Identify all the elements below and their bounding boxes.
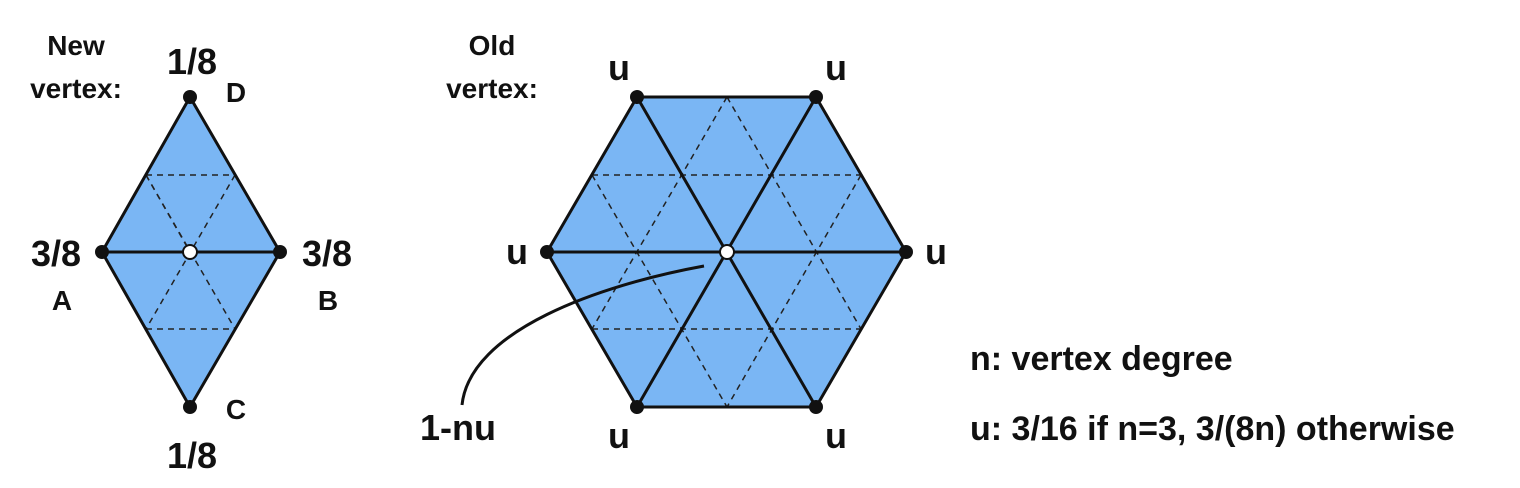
vertex-label-b: B bbox=[318, 285, 338, 316]
neighbor-dot-bottom-left bbox=[630, 400, 644, 414]
old-vertex-diagram: Old vertex: u u u u u u 1-nu bbox=[420, 30, 947, 456]
weight-left: 3/8 bbox=[31, 233, 81, 274]
vertex-a-dot bbox=[95, 245, 109, 259]
weight-u-right: u bbox=[925, 231, 947, 272]
center-weight-leader bbox=[460, 264, 705, 406]
neighbor-dot-left bbox=[540, 245, 554, 259]
weight-u-top-right: u bbox=[825, 47, 847, 88]
neighbor-dot-top-left bbox=[630, 90, 644, 104]
weight-right: 3/8 bbox=[302, 233, 352, 274]
new-vertex-caption-line1: New bbox=[47, 30, 105, 61]
weight-bottom: 1/8 bbox=[167, 435, 217, 476]
legend-u-definition: u: 3/16 if n=3, 3/(8n) otherwise bbox=[970, 410, 1455, 448]
vertex-label-d: D bbox=[226, 77, 246, 108]
neighbor-dot-top-right bbox=[809, 90, 823, 104]
neighbor-dot-bottom-right bbox=[809, 400, 823, 414]
center-weight-label: 1-nu bbox=[420, 407, 496, 448]
new-vertex-point bbox=[182, 244, 198, 260]
legend-n-definition: n: vertex degree bbox=[970, 340, 1233, 378]
vertex-c-dot bbox=[183, 400, 197, 414]
weight-u-bottom-left: u bbox=[608, 415, 630, 456]
legend: n: vertex degree u: 3/16 if n=3, 3/(8n) … bbox=[970, 340, 1455, 448]
neighbor-dot-right bbox=[899, 245, 913, 259]
new-vertex-caption-line2: vertex: bbox=[30, 73, 122, 104]
weight-u-top-left: u bbox=[608, 47, 630, 88]
old-vertex-caption-line1: Old bbox=[469, 30, 516, 61]
new-vertex-diagram: New vertex: 1/8 D 3/8 A 3/8 B C 1/8 bbox=[30, 30, 352, 476]
vertex-d-dot bbox=[183, 90, 197, 104]
vertex-label-a: A bbox=[52, 285, 72, 316]
weight-u-bottom-right: u bbox=[825, 415, 847, 456]
weight-u-left: u bbox=[506, 231, 528, 272]
old-vertex-caption-line2: vertex: bbox=[446, 73, 538, 104]
vertex-b-dot bbox=[273, 245, 287, 259]
vertex-label-c: C bbox=[226, 394, 246, 425]
old-vertex-point bbox=[719, 244, 735, 260]
weight-top: 1/8 bbox=[167, 41, 217, 82]
